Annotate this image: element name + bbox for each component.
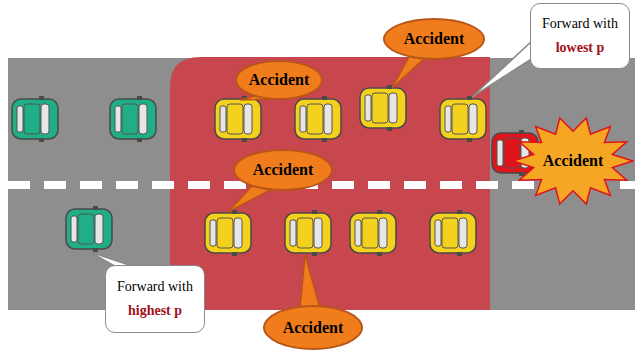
callout-text: lowest p (556, 39, 605, 57)
callout-text: Accident (253, 161, 313, 179)
accident-bubble: Accident (235, 60, 323, 100)
callout-text: Accident (404, 30, 464, 48)
vehicles (12, 85, 538, 256)
callout-text: Forward with (117, 278, 193, 296)
collision-starburst: Accident (512, 116, 634, 206)
callout-text: Accident (283, 319, 343, 337)
callout-text: Forward with (542, 15, 618, 33)
callout-box: Forward with highest p (105, 265, 205, 333)
accident-bubble: Accident (233, 149, 333, 191)
accident-bubble: Accident (383, 18, 485, 60)
callout-text: highest p (128, 302, 182, 320)
accident-bubble: Accident (263, 305, 363, 350)
callout-box: Forward with lowest p (530, 3, 630, 69)
callout-text: Accident (249, 71, 309, 89)
callout-text: Accident (543, 152, 603, 170)
road (8, 57, 635, 310)
